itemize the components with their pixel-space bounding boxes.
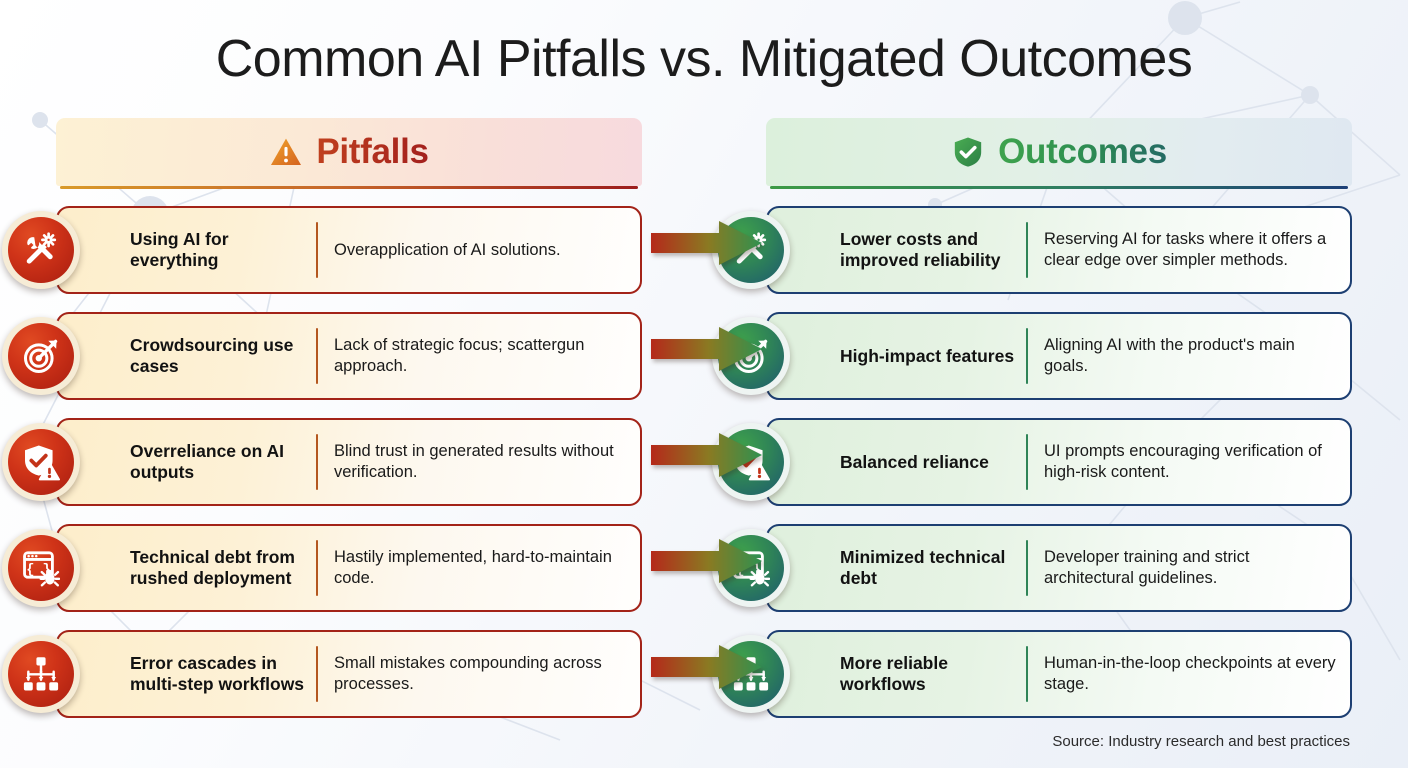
card-divider [1026, 540, 1028, 596]
card-pitfall-3: Overreliance on AI outputs Blind trust in… [2, 418, 642, 506]
outcome-card-title: Lower costs and improved reliability [840, 229, 1001, 270]
pitfall-card-content: Crowdsourcing use cases Lack of strategic… [130, 314, 640, 398]
tools-gear-icon [732, 231, 770, 269]
shield-check-icon [954, 137, 982, 167]
outcome-card-content: Lower costs and improved reliability Rese… [840, 208, 1350, 292]
source-note: Source: Industry research and best pract… [1052, 733, 1350, 750]
pitfalls-column-header: Pitfalls [56, 118, 642, 189]
outcome-card-content: High-impact features Aligning AI with the… [840, 314, 1350, 398]
outcome-card-content: Minimized technical debt Developer traini… [840, 526, 1350, 610]
card-pitfall-1: Using AI for everything Overapplication o… [2, 206, 642, 294]
outcomes-label: Outcomes [998, 132, 1167, 171]
pitfalls-label: Pitfalls [316, 132, 429, 171]
outcome-icon-medallion [712, 211, 790, 289]
outcome-card-description: Aligning AI with the product's main goal… [1044, 336, 1295, 375]
card-pitfall-4: Technical debt from rushed deployment Has… [2, 524, 642, 612]
card-divider [316, 222, 318, 278]
warning-triangle-icon [271, 138, 302, 166]
pitfall-card-description: Blind trust in generated results without… [334, 442, 614, 481]
card-divider [316, 646, 318, 702]
outcome-icon-disc [718, 641, 784, 707]
pitfall-card-description: Lack of strategic focus; scattergun appr… [334, 336, 585, 375]
pitfall-icon-medallion [2, 423, 80, 501]
outcome-card-title: Minimized technical debt [840, 547, 1006, 588]
tools-gear-icon [22, 231, 60, 269]
card-divider [1026, 328, 1028, 384]
card-divider [316, 434, 318, 490]
card-divider [316, 540, 318, 596]
pitfall-icon-disc [8, 217, 74, 283]
pitfall-card-title: Overreliance on AI outputs [130, 441, 284, 482]
target-arrow-icon [732, 337, 770, 375]
outcome-icon-medallion [712, 317, 790, 395]
outcome-icon-medallion [712, 635, 790, 713]
outcome-card-description: Reserving AI for tasks where it offers a… [1044, 230, 1327, 269]
pitfall-card-description: Small mistakes compounding across proces… [334, 654, 602, 693]
pitfall-icon-medallion [2, 635, 80, 713]
card-pitfall-2: Crowdsourcing use cases Lack of strategic… [2, 312, 642, 400]
pitfall-card-content: Overreliance on AI outputs Blind trust in… [130, 420, 640, 504]
outcome-icon-medallion [712, 529, 790, 607]
hierarchy-workflow-icon [22, 655, 60, 693]
card-outcome-5: More reliable workflows Human-in-the-loop… [712, 630, 1352, 718]
page-title: Common AI Pitfalls vs. Mitigated Outcome… [215, 30, 1193, 88]
pitfall-icon-disc [8, 429, 74, 495]
outcome-icon-disc [718, 429, 784, 495]
pitfalls-rows: Using AI for everything Overapplication o… [2, 206, 642, 718]
outcome-card-title: More reliable workflows [840, 653, 948, 694]
pitfall-icon-disc [8, 535, 74, 601]
card-outcome-3: Balanced reliance UI prompts encouraging … [712, 418, 1352, 506]
card-divider [1026, 434, 1028, 490]
pitfalls-header-rule [60, 186, 638, 189]
outcomes-rows: Lower costs and improved reliability Rese… [712, 206, 1352, 718]
outcome-card-content: More reliable workflows Human-in-the-loop… [840, 632, 1350, 716]
pitfall-card-content: Technical debt from rushed deployment Has… [130, 526, 640, 610]
outcome-card-content: Balanced reliance UI prompts encouraging … [840, 420, 1350, 504]
outcomes-header-rule [770, 186, 1348, 189]
outcome-icon-disc [718, 217, 784, 283]
outcome-card-title: High-impact features [840, 345, 1015, 366]
outcomes-column: Outcomes Lower costs and improved reliab… [712, 118, 1352, 718]
pitfall-icon-medallion [2, 211, 80, 289]
pitfall-icon-disc [8, 323, 74, 389]
card-pitfall-5: Error cascades in multi-step workflows Sm… [2, 630, 642, 718]
card-divider [1026, 222, 1028, 278]
outcome-card-description: Human-in-the-loop checkpoints at every s… [1044, 654, 1336, 693]
outcome-icon-disc [718, 323, 784, 389]
pitfall-card-description: Overapplication of AI solutions. [334, 240, 561, 259]
card-divider [1026, 646, 1028, 702]
code-window-bug-icon [732, 549, 770, 587]
code-window-bug-icon [22, 549, 60, 587]
shield-check-warning-icon [732, 443, 770, 481]
outcome-icon-medallion [712, 423, 790, 501]
outcome-icon-disc [718, 535, 784, 601]
outcomes-column-header: Outcomes [766, 118, 1352, 189]
card-outcome-1: Lower costs and improved reliability Rese… [712, 206, 1352, 294]
pitfall-card-description: Hastily implemented, hard-to-maintain co… [334, 548, 612, 587]
pitfall-card-content: Using AI for everything Overapplication o… [130, 208, 640, 292]
pitfall-card-content: Error cascades in multi-step workflows Sm… [130, 632, 640, 716]
card-divider [316, 328, 318, 384]
pitfall-card-title: Technical debt from rushed deployment [130, 547, 295, 588]
pitfall-card-title: Crowdsourcing use cases [130, 335, 294, 376]
outcome-card-title: Balanced reliance [840, 451, 989, 472]
card-outcome-2: High-impact features Aligning AI with the… [712, 312, 1352, 400]
comparison-columns: Pitfalls Using AI for everything Overappl… [0, 118, 1408, 718]
target-arrow-icon [22, 337, 60, 375]
pitfall-icon-disc [8, 641, 74, 707]
card-outcome-4: Minimized technical debt Developer traini… [712, 524, 1352, 612]
outcome-card-description: Developer training and strict architectu… [1044, 548, 1250, 587]
pitfall-card-title: Error cascades in multi-step workflows [130, 653, 305, 694]
pitfall-icon-medallion [2, 317, 80, 395]
outcome-card-description: UI prompts encouraging verification of h… [1044, 442, 1322, 481]
pitfall-card-title: Using AI for everything [130, 229, 229, 270]
pitfall-icon-medallion [2, 529, 80, 607]
hierarchy-workflow-icon [732, 655, 770, 693]
pitfalls-column: Pitfalls Using AI for everything Overappl… [2, 118, 642, 718]
shield-check-warning-icon [22, 443, 60, 481]
